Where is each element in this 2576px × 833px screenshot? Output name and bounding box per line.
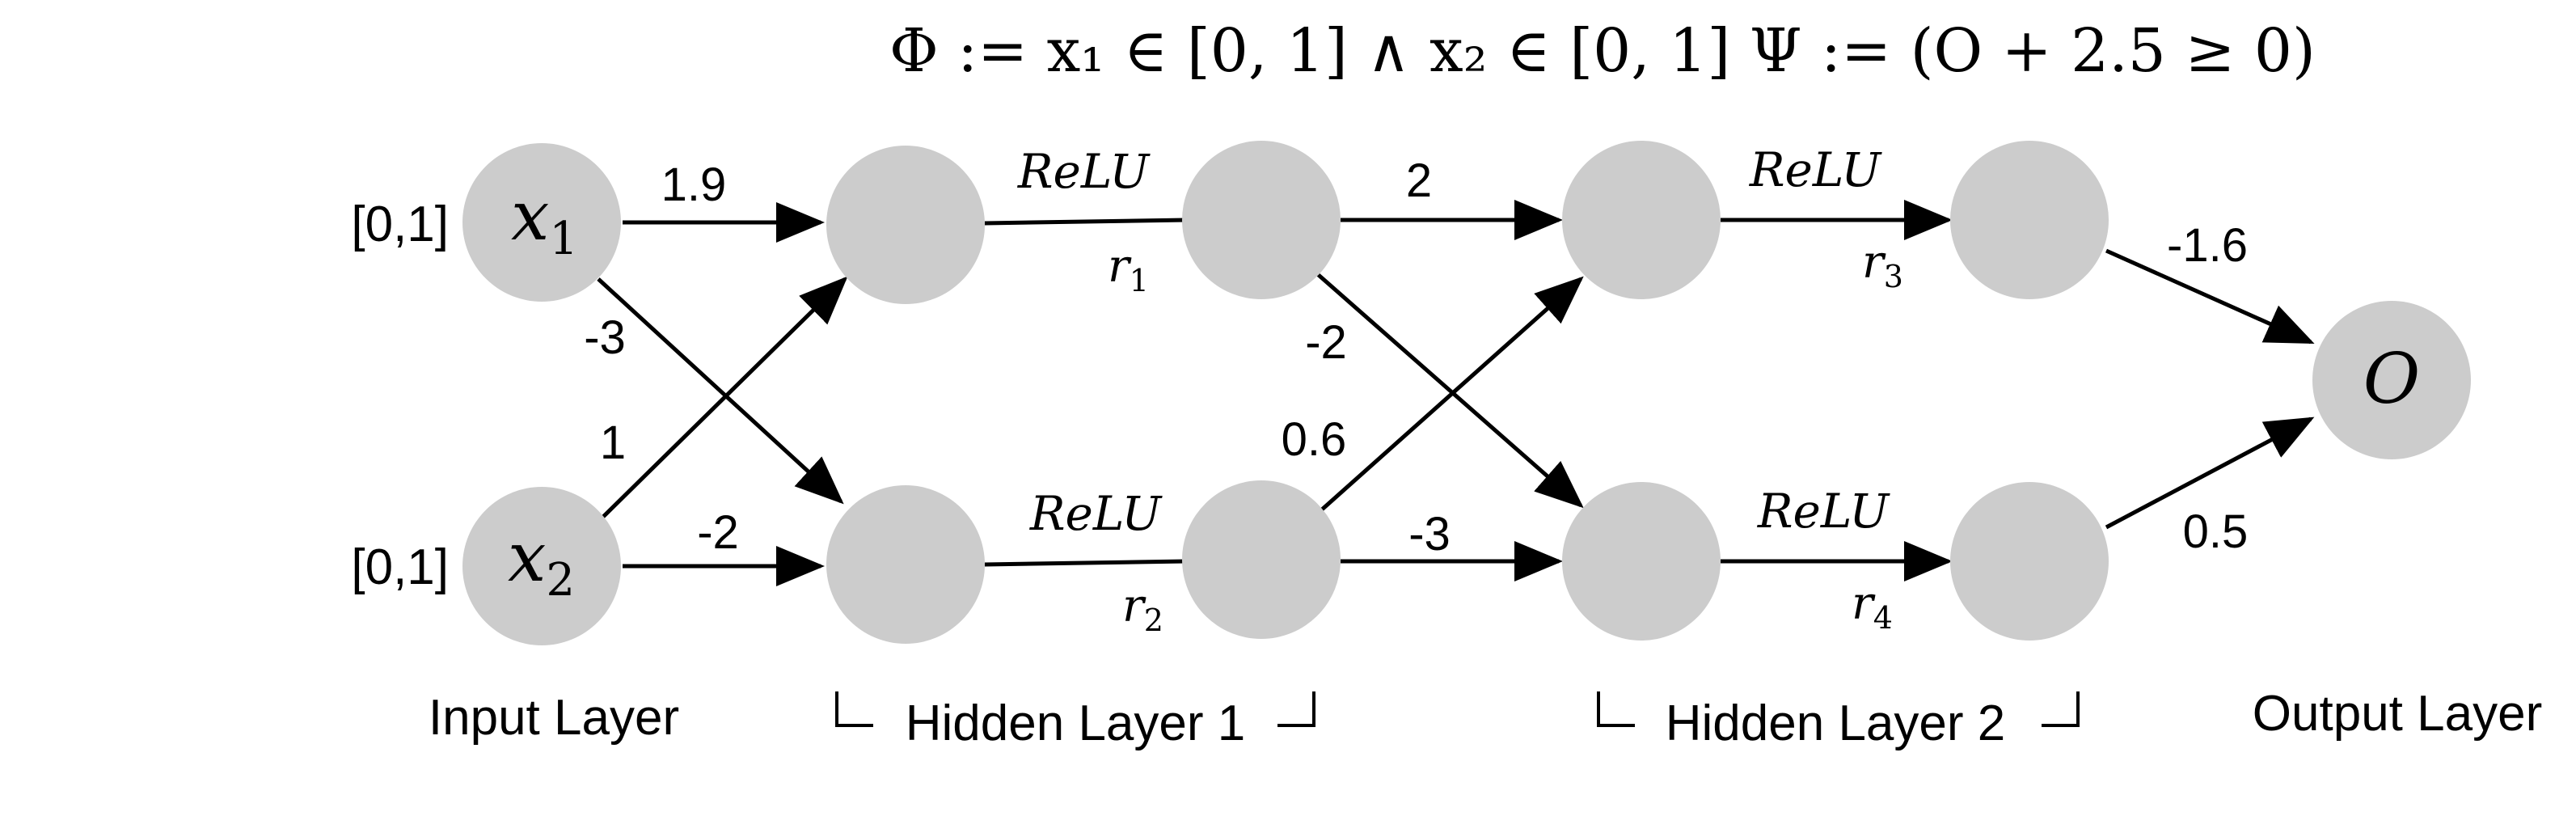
x1-range: [0,1]	[351, 197, 449, 252]
relu-output-r3: r3	[1862, 236, 1903, 294]
relu-label-2: ReLU	[1029, 486, 1163, 541]
weight-r4-out: 0.5	[2183, 505, 2249, 558]
layer-label-hidden-2: Hidden Layer 2	[1666, 696, 2006, 751]
relu-output-r1: r1	[1108, 240, 1149, 298]
x2-range: [0,1]	[351, 539, 449, 595]
node-h2-top-pre	[1562, 141, 1721, 299]
weight-x2-h1b: -2	[697, 506, 739, 559]
node-output-label: O	[2363, 339, 2421, 420]
node-h2-bottom-post	[1950, 482, 2109, 641]
edge-relu-1	[984, 218, 1187, 226]
node-h1-bottom-pre	[826, 485, 985, 644]
weight-x1-h1b: -3	[584, 311, 626, 364]
layer-label-hidden-1: Hidden Layer 1	[906, 696, 1246, 751]
edge-r3-out	[2105, 248, 2315, 345]
relu-label-4: ReLU	[1757, 484, 1890, 539]
relu-output-r2: r2	[1122, 580, 1163, 638]
edge-x1-h1b	[597, 277, 844, 505]
weight-r2-h2b: -3	[1408, 508, 1451, 560]
relu-output-r4: r4	[1852, 577, 1893, 636]
layer-label-input: Input Layer	[429, 690, 679, 746]
node-h1-top-pre	[826, 146, 985, 304]
node-h1-bottom-post	[1182, 480, 1341, 639]
weight-x2-h1a: 1	[600, 416, 626, 469]
hidden-layer-1-bracket-right	[1277, 691, 1315, 727]
node-output	[2312, 301, 2471, 459]
weight-r1-h2b: -2	[1305, 316, 1347, 369]
node-x1-label: x1	[511, 176, 578, 265]
node-h1-top-post	[1182, 141, 1341, 299]
hidden-layer-2-bracket-right	[2042, 691, 2080, 727]
node-h2-top-post	[1950, 141, 2109, 299]
weight-r1-h2a: 2	[1406, 154, 1432, 207]
node-x1	[462, 143, 621, 302]
relu-label-1: ReLU	[1017, 144, 1151, 199]
hidden-layer-1-bracket-left	[835, 691, 873, 727]
edge-x2-h1a	[601, 276, 848, 519]
edge-r1-h2b	[1312, 269, 1584, 509]
layer-label-output: Output Layer	[2253, 686, 2542, 742]
weight-r3-out: -1.6	[2167, 219, 2248, 272]
property-formula: Φ := x₁ ∈ [0, 1] ∧ x₂ ∈ [0, 1] Ψ := (O +…	[889, 16, 2316, 86]
node-x2	[462, 487, 621, 645]
weight-x1-h1a: 1.9	[661, 159, 727, 211]
edge-relu-2	[984, 559, 1187, 567]
node-h2-bottom-pre	[1562, 482, 1721, 641]
relu-label-3: ReLU	[1749, 142, 1882, 197]
node-x2-label: x2	[508, 518, 575, 607]
weight-r2-h2a: 0.6	[1282, 413, 1347, 466]
edge-r4-out	[2105, 416, 2315, 530]
edge-r2-h2a	[1320, 276, 1584, 511]
hidden-layer-2-bracket-left	[1597, 691, 1635, 727]
